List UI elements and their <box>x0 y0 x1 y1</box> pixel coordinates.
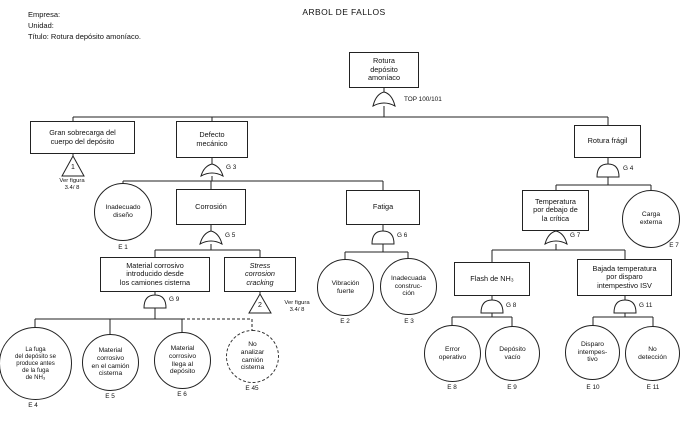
event-material-llega: Material corrosivo llega al depósito <box>154 332 211 389</box>
gate-label-g11: G 11 <box>639 302 653 309</box>
gate-label-g9: G 9 <box>169 296 180 303</box>
event-vibracion-fuerte: Vibración fuerte <box>317 259 374 316</box>
event-deposito-vacio: Depósito vacío <box>485 326 540 381</box>
transfer-triangle-1 <box>61 154 85 177</box>
dashed-connector <box>182 318 253 331</box>
event-disparo-intempestivo: Disparo intempes- tivo <box>565 325 620 380</box>
transfer-number-1: 1 <box>71 164 75 171</box>
and-gate-g6 <box>371 230 395 245</box>
event-label-e5: E 5 <box>105 393 115 400</box>
or-gate-g5 <box>199 230 223 246</box>
unit-label: Unidad: <box>28 21 54 30</box>
event-carga-externa: Carga externa <box>622 190 680 248</box>
and-gate-g8 <box>480 299 504 314</box>
node-gran-sobrecarga: Gran sobrecarga del cuerpo del depósito <box>30 121 135 154</box>
transfer-note-1: Ver figura 3.4/ 8 <box>59 178 85 192</box>
and-gate-g9 <box>143 294 167 309</box>
gate-label-g3: G 3 <box>226 164 237 171</box>
event-label-e2: E 2 <box>340 318 350 325</box>
event-label-e3: E 3 <box>404 318 414 325</box>
event-fuga-deposito: La fuga del depósito se produce antes de… <box>0 327 72 400</box>
node-defecto-mecanico: Defecto mecánico <box>176 121 248 158</box>
and-gate-g11 <box>613 299 637 314</box>
gate-label-g6: G 6 <box>397 232 408 239</box>
event-label-e45: E 45 <box>245 385 259 392</box>
node-rotura-deposito: Rotura depósito amoníaco <box>349 52 419 88</box>
transfer-triangle-2 <box>248 293 272 314</box>
transfer-number-2: 2 <box>258 302 262 309</box>
event-no-analizar: No analizar camión cisterna <box>226 330 279 383</box>
gate-label-top: TOP 100/101 <box>404 96 442 103</box>
or-gate-g3 <box>200 163 224 178</box>
event-label-e7: E 7 <box>669 242 679 249</box>
event-label-e9: E 9 <box>507 384 517 391</box>
event-label-e10: E 10 <box>586 384 600 391</box>
event-label-e8: E 8 <box>447 384 457 391</box>
gate-label-g4: G 4 <box>623 165 634 172</box>
node-corrosion: Corrosión <box>176 189 246 225</box>
node-material-corrosivo: Material corrosivo introducido desde los… <box>100 257 210 292</box>
page-title: ARBOL DE FALLOS <box>302 7 386 17</box>
event-label-e6: E 6 <box>177 391 187 398</box>
or-gate-g7 <box>544 230 568 246</box>
document-title: Título: Rotura depósito amoníaco. <box>28 32 141 41</box>
event-error-operativo: Error operativo <box>424 325 481 382</box>
gate-label-g5: G 5 <box>225 232 236 239</box>
connector-lines <box>34 88 654 335</box>
event-inadecuada-construccion: Inadecuada construc- ción <box>380 258 437 315</box>
company-label: Empresa: <box>28 10 61 19</box>
node-temperatura-critica: Temperatura por debajo de la crítica <box>522 190 589 231</box>
or-gate-top <box>372 91 396 107</box>
event-label-e4: E 4 <box>28 402 38 409</box>
event-inadecuado-diseno: Inadecuado diseño <box>94 183 152 241</box>
node-stress-corrosion: Stress corrosion cracking <box>224 257 296 292</box>
event-material-camion: Material corrosivo en el camión cisterna <box>82 334 139 391</box>
node-bajada-temperatura: Bajada temperatura por disparo intempest… <box>577 259 672 296</box>
node-rotura-fragil: Rotura frágil <box>574 125 641 158</box>
event-label-e1: E 1 <box>118 244 128 251</box>
gate-label-g7: G 7 <box>570 232 581 239</box>
event-no-deteccion: No detección <box>625 326 680 381</box>
gate-label-g8: G 8 <box>506 302 517 309</box>
and-gate-g4 <box>596 163 620 178</box>
node-fatiga: Fatiga <box>346 190 420 225</box>
event-label-e11: E 11 <box>646 384 660 391</box>
node-flash-nh3: Flash de NH₃ <box>454 262 530 296</box>
transfer-note-2: Ver figura 3.4/ 8 <box>284 300 310 314</box>
